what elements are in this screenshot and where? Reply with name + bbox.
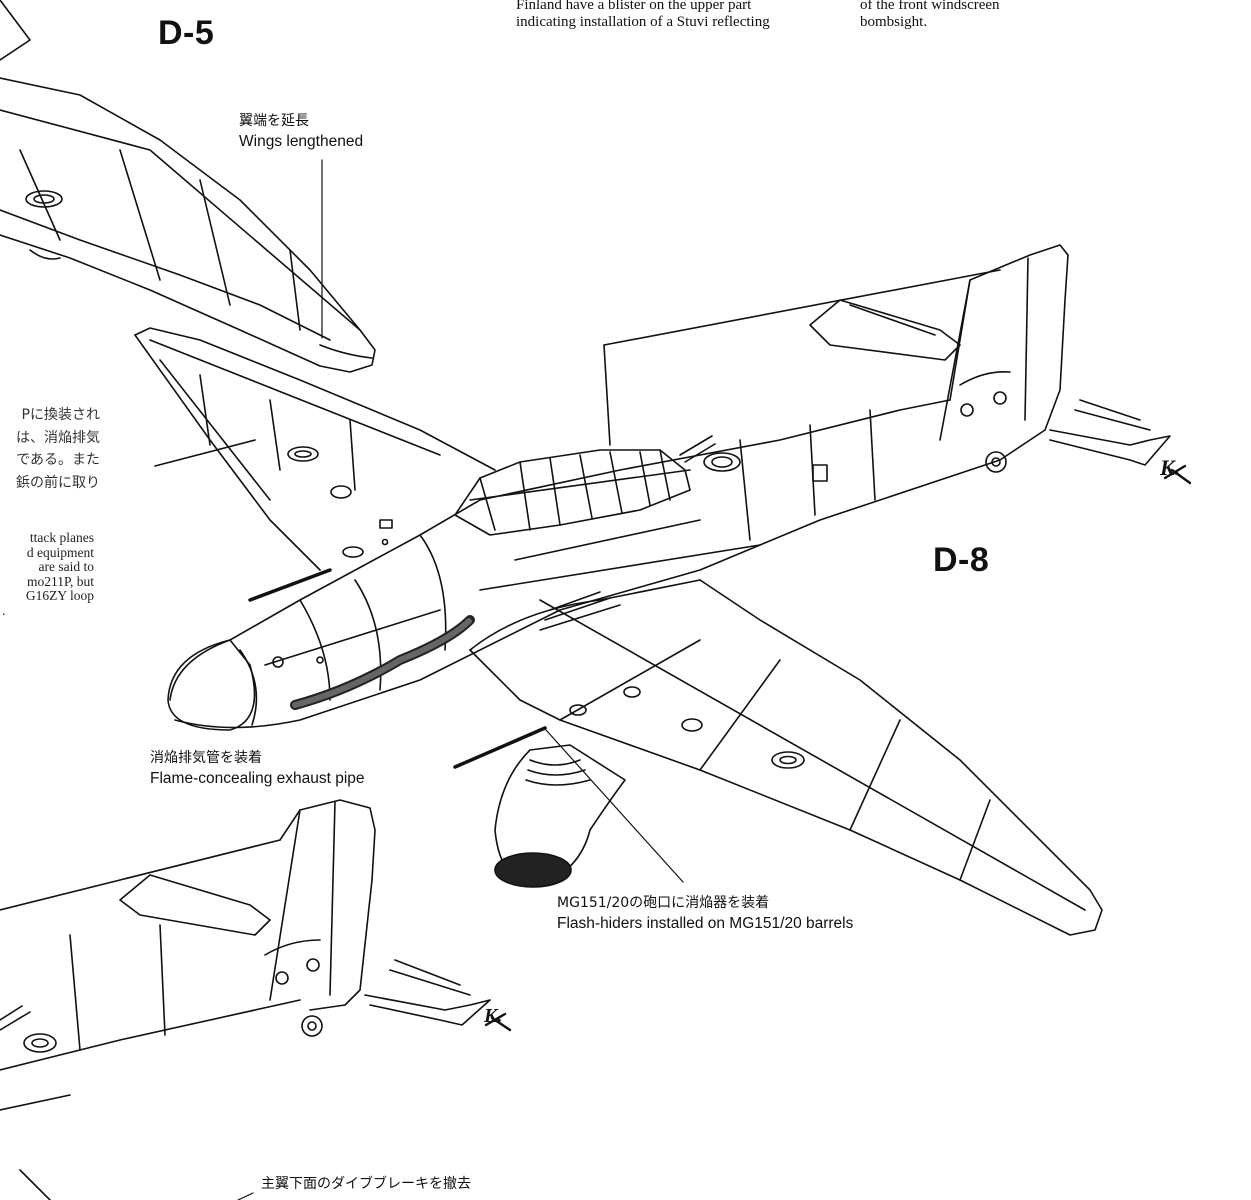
callout-exhaust: 消焔排気管を装着 Flame-concealing exhaust pipe: [150, 748, 365, 790]
side-en-line: G16ZY loop: [25, 588, 94, 603]
callout-flash-hider-en: Flash-hiders installed on MG151/20 barre…: [557, 915, 854, 932]
callout-wingtip-jp: 翼端を延長: [239, 113, 309, 129]
callout-flash-hider-jp: MG151/20の砲口に消焔器を装着: [557, 895, 770, 911]
side-text-en: ttack planes d equipment are said to mo2…: [0, 531, 94, 618]
side-en-line: mo211P, but: [26, 573, 94, 589]
top-text-right-line: of the front windscreen: [860, 0, 1000, 13]
callout-exhaust-en: Flame-concealing exhaust pipe: [150, 770, 365, 787]
side-en-line: ttack planes: [29, 531, 94, 545]
side-jp-line: は、消焔排気: [16, 429, 100, 446]
side-jp-line: Pに換装され: [21, 407, 100, 423]
variant-label-d8: D-8: [933, 541, 990, 579]
top-text-left: Finland have a blister on the upper part…: [516, 0, 770, 31]
lower-aircraft: [0, 800, 490, 1200]
artist-signature: K.: [1160, 455, 1181, 480]
top-text-right-line: bombsight.: [860, 14, 928, 30]
callout-dive-brake: 主翼下面のダイブブレーキを撤去: [261, 1174, 471, 1194]
d5-wing: [0, 0, 375, 372]
artist-signature: K.: [484, 1005, 503, 1027]
side-en-line: are said to: [38, 559, 94, 574]
top-text-right: of the front windscreen bombsight.: [860, 0, 1000, 31]
callout-flash-hider: MG151/20の砲口に消焔器を装着 Flash-hiders installe…: [557, 893, 853, 935]
callout-exhaust-jp: 消焔排気管を装着: [150, 750, 262, 766]
callout-dive-brake-jp: 主翼下面のダイブブレーキを撤去: [261, 1176, 471, 1192]
side-text-jp: Pに換装され は、消焔排気 である。また 鋲の前に取り: [0, 404, 100, 494]
side-en-line: .: [2, 602, 6, 618]
side-en-line: d equipment: [26, 544, 94, 560]
variant-label-d5: D-5: [158, 14, 215, 52]
callout-wingtip-en: Wings lengthened: [239, 133, 364, 150]
top-text-left-line: indicating installation of a Stuvi refle…: [516, 14, 770, 30]
side-jp-line: である。また: [16, 452, 100, 468]
d8-aircraft: [135, 245, 1170, 935]
top-text-left-line: Finland have a blister on the upper part: [516, 0, 752, 13]
side-jp-line: 鋲の前に取り: [16, 474, 100, 491]
callout-wingtip: 翼端を延長 Wings lengthened: [239, 111, 363, 153]
